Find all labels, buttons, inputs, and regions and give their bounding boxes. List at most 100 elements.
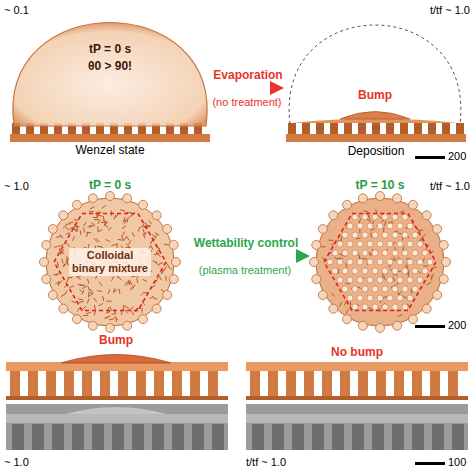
pillar-top [376, 192, 385, 201]
sem-pillar [252, 424, 264, 450]
pillar [316, 123, 324, 134]
pillar-top [433, 291, 442, 300]
pillar [322, 371, 332, 397]
particle-strand [94, 298, 97, 302]
particle-strand [418, 230, 423, 231]
pillar-top [393, 194, 402, 203]
pillar [64, 371, 74, 397]
pillar-top [48, 291, 57, 300]
particle-strand [97, 226, 99, 231]
particle-strand [114, 289, 118, 292]
substrate-top [246, 362, 468, 371]
hexagon-outline [324, 214, 436, 311]
pillar [288, 123, 296, 134]
pillar-top [88, 321, 97, 330]
substrate-base [246, 396, 468, 400]
particle-strand [165, 276, 166, 281]
pillar [456, 123, 464, 134]
particle-strand [431, 276, 432, 281]
particle-strand [109, 319, 114, 320]
pillar-hole [392, 232, 398, 238]
particle-strand [145, 223, 149, 226]
pillar-hole [412, 268, 418, 274]
pillar-hole [377, 277, 383, 283]
pillar-hole [372, 304, 378, 310]
pillar-top [312, 275, 321, 284]
particle-strand [132, 232, 134, 237]
pillar-hole [347, 223, 353, 229]
deposit-panel: tP = 10 s [312, 178, 448, 330]
particle-strand [127, 218, 128, 223]
pillar-hole [377, 241, 383, 247]
pillar-hole [357, 259, 363, 265]
particle-strand [66, 223, 71, 225]
pillar [412, 371, 422, 397]
particle-strand [423, 265, 428, 266]
pillar [304, 371, 314, 397]
pillar-hole [342, 250, 348, 256]
pillar-hole [352, 232, 358, 238]
pillar-top [343, 315, 352, 324]
pillar-hole [337, 277, 343, 283]
particle-strand [60, 251, 64, 254]
sem-pillar [12, 424, 24, 450]
pillar-hole [382, 232, 388, 238]
arrow-label: Evaporation [213, 68, 282, 82]
node-text: θ0 > 90! [88, 59, 132, 73]
substrate [10, 134, 210, 142]
particle-strand [110, 306, 112, 310]
pillar-hole [337, 259, 343, 265]
pillar-array [10, 371, 218, 397]
pillar [268, 371, 278, 397]
annotation: (plasma treatment) [199, 264, 291, 277]
pillar-top [152, 304, 161, 313]
particle-strand [80, 230, 82, 235]
pillar-hole [367, 259, 373, 265]
pillar-top [358, 194, 367, 203]
time-label: tP = 10 s [356, 178, 405, 192]
pillar-hole [362, 304, 368, 310]
particle-strand [128, 240, 131, 244]
colloid-deposit [316, 198, 444, 326]
pillar-top [42, 275, 51, 284]
pillar-hole [397, 259, 403, 265]
pillar-top [310, 258, 319, 267]
pillar-hole [392, 286, 398, 292]
pillar-hole [362, 250, 368, 256]
particle-strand [403, 296, 407, 299]
pillar-hole [372, 214, 378, 220]
pillar-hole [372, 250, 378, 256]
particle-strand [72, 236, 74, 241]
pillar [376, 371, 386, 397]
particle-strand [114, 215, 116, 220]
particle-strand [59, 280, 63, 284]
pillar-top [163, 291, 172, 300]
sem-pillars [12, 424, 224, 450]
process-arrow [182, 253, 310, 260]
pillar-hole [362, 214, 368, 220]
pillar-hole [362, 286, 368, 292]
pillar-hole [362, 268, 368, 274]
pillar-top [329, 304, 338, 313]
droplet [13, 23, 207, 127]
pillar-hole [417, 241, 423, 247]
particle-strand [118, 239, 123, 240]
sem-pillar [372, 424, 384, 450]
pillar [448, 371, 458, 397]
particle-strand [108, 289, 110, 294]
sem-pillar [72, 424, 84, 450]
pillar [428, 123, 436, 134]
pillar-hole [407, 223, 413, 229]
pillar-hole [412, 286, 418, 292]
pillar-hole [327, 259, 333, 265]
substrate-base [6, 396, 228, 400]
sem-pillar [212, 424, 224, 450]
annotation: Bump [358, 88, 392, 102]
sem-pillar [412, 424, 424, 450]
sem-pillar [52, 424, 64, 450]
pillar-hole [372, 268, 378, 274]
particle-strand [78, 299, 83, 300]
pillar-hole [387, 241, 393, 247]
node-text: tP = 0 s [89, 42, 131, 56]
pillar-hole [372, 232, 378, 238]
